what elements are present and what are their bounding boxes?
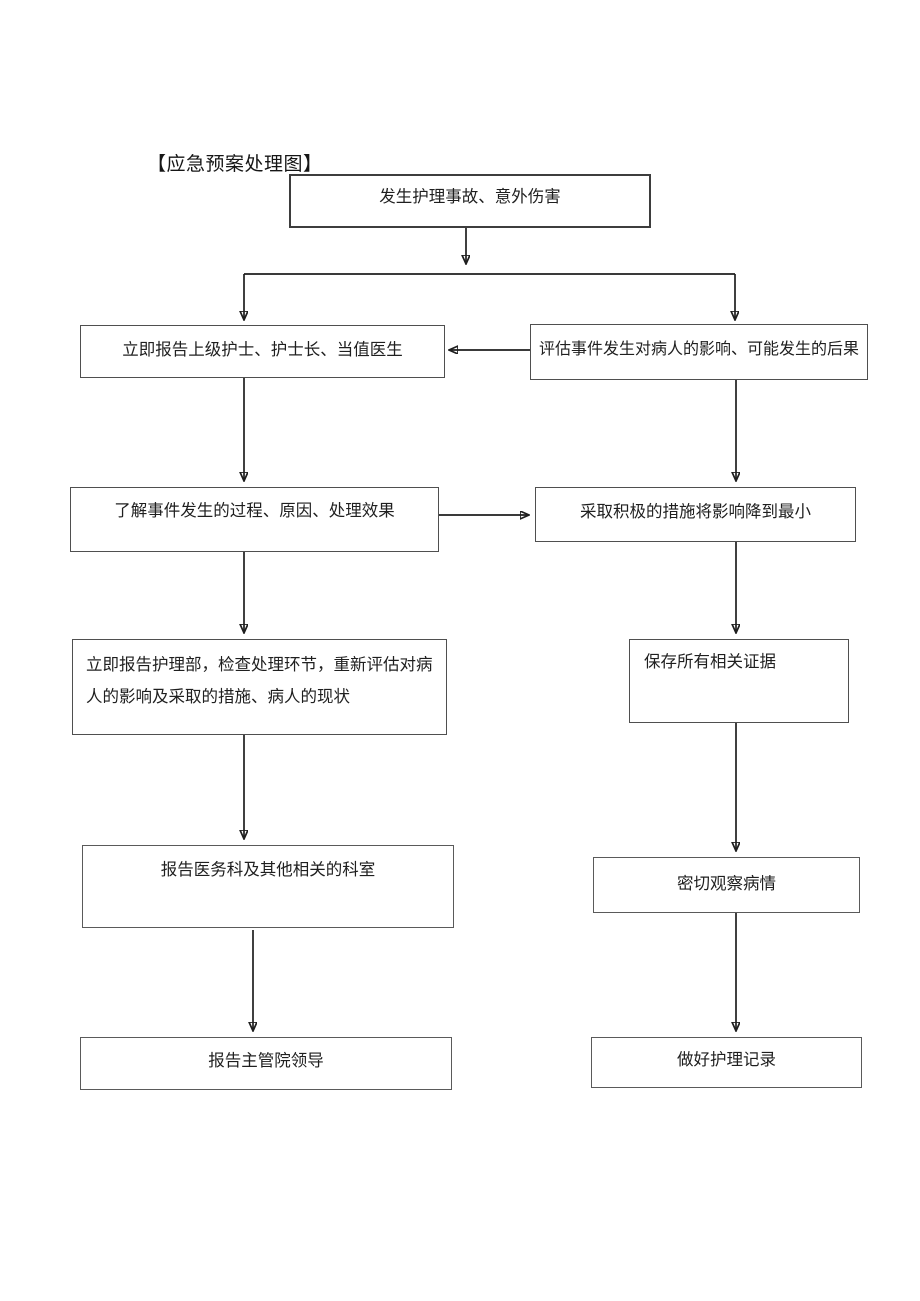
flow-node-report-nursing-dept: 立即报告护理部，检查处理环节，重新评估对病人的影响及采取的措施、病人的现状 — [72, 639, 447, 735]
flow-node-nursing-records: 做好护理记录 — [591, 1037, 862, 1088]
flow-node-report-leaders: 报告主管院领导 — [80, 1037, 452, 1090]
page-title: 【应急预案处理图】 — [147, 154, 323, 175]
flow-node-understand-event: 了解事件发生的过程、原因、处理效果 — [70, 487, 439, 552]
flow-node-start: 发生护理事故、意外伤害 — [289, 174, 651, 228]
flow-node-preserve-evidence: 保存所有相关证据 — [629, 639, 849, 723]
flow-node-observe-patient: 密切观察病情 — [593, 857, 860, 913]
flow-node-assess-impact: 评估事件发生对病人的影响、可能发生的后果 — [530, 324, 868, 380]
flow-node-report-superiors: 立即报告上级护士、护士长、当值医生 — [80, 325, 445, 378]
flow-node-report-medical-dept: 报告医务科及其他相关的科室 — [82, 845, 454, 928]
flow-node-positive-measures: 采取积极的措施将影响降到最小 — [535, 487, 856, 542]
